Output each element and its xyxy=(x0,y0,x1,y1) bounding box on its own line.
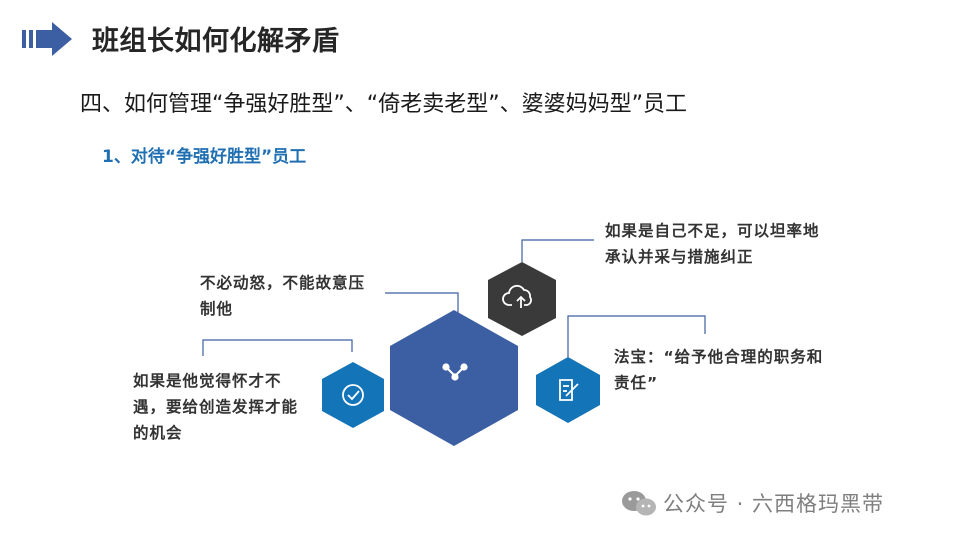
share-nodes-icon xyxy=(442,363,468,381)
page-title: 班组长如何化解矛盾 xyxy=(92,26,340,57)
connector-bottom-left xyxy=(202,339,353,356)
note-top-left: 不必动怒，不能故意压制他 xyxy=(200,274,366,318)
connector-top-right xyxy=(521,239,594,262)
center-hexagon xyxy=(390,310,518,446)
subsection-heading: 1、对待“争强好胜型”员工 xyxy=(102,147,307,167)
title-arrow-icon xyxy=(22,22,72,56)
check-circle-icon xyxy=(342,384,364,406)
watermark-text: 公众号 · 六西格玛黑带 xyxy=(663,492,885,516)
top-right-hexagon xyxy=(488,262,556,336)
wechat-icon xyxy=(622,491,656,516)
connector-top-left xyxy=(385,292,459,313)
note-bottom-left: 如果是他觉得怀才不遇，要给创造发挥才能的机会 xyxy=(133,372,299,442)
note-top-right: 如果是自己不足，可以坦率地承认并采与措施纠正 xyxy=(605,222,820,266)
left-hexagon xyxy=(322,362,384,428)
edit-note-icon xyxy=(559,379,579,401)
connector-bottom-right xyxy=(567,315,706,368)
note-bottom-right: 法宝：“给予他合理的职务和责任” xyxy=(614,348,824,392)
section-heading: 四、如何管理“争强好胜型”、“倚老卖老型”、婆婆妈妈型”员工 xyxy=(80,92,687,117)
connector-lines xyxy=(202,239,706,368)
right-hexagon xyxy=(536,357,600,423)
cloud-upload-icon xyxy=(502,284,532,308)
